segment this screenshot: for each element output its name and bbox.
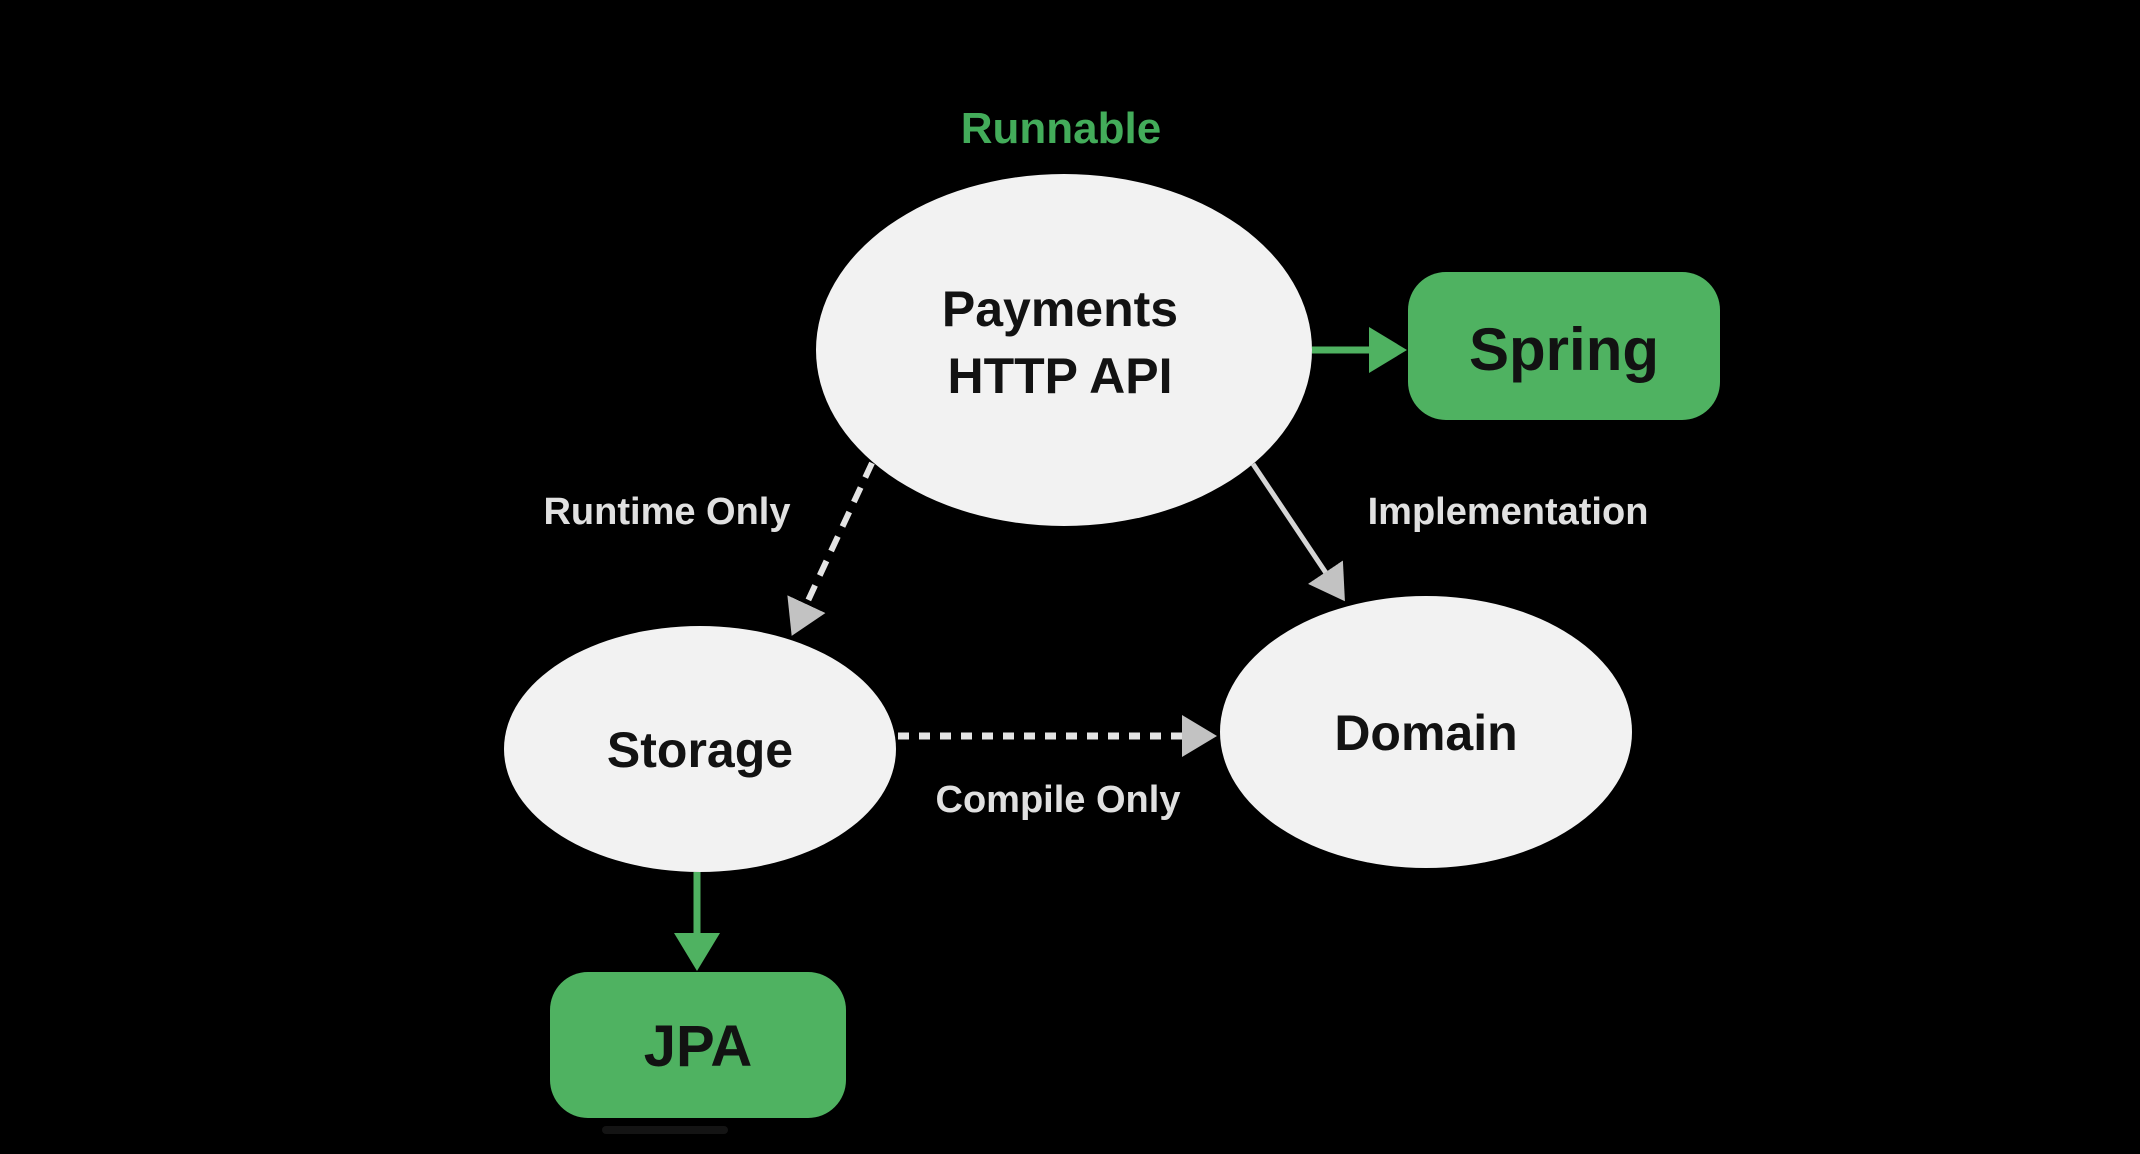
storage-label: Storage [607,722,793,778]
edge-label-runtime-only: Runtime Only [543,491,790,533]
spring-label: Spring [1469,316,1659,383]
payments-label-line2: HTTP API [947,348,1172,404]
domain-label: Domain [1334,705,1517,761]
edge-label-implementation: Implementation [1368,491,1649,533]
runnable-label: Runnable [961,104,1161,153]
node-jpa: JPA [550,972,846,1134]
payments-label-line1: Payments [942,281,1178,337]
edge-label-compile-only: Compile Only [936,779,1181,821]
node-payments-http-api: Payments HTTP API [816,174,1312,526]
jpa-label: JPA [644,1014,753,1079]
edge-payments-domain: Implementation [1250,462,1649,602]
jpa-reflection [602,1126,728,1134]
domain-ellipse [1220,596,1632,868]
storage-ellipse [504,626,896,872]
spring-box [1408,272,1720,420]
jpa-box [550,972,846,1118]
node-domain: Domain [1220,596,1632,868]
edge-payments-domain-line [1250,462,1345,602]
edge-payments-storage: Runtime Only [543,461,875,636]
node-spring: Spring [1408,272,1720,420]
edge-storage-domain: Compile Only [898,715,1217,821]
payments-ellipse [816,174,1312,526]
node-storage: Storage [504,626,896,872]
